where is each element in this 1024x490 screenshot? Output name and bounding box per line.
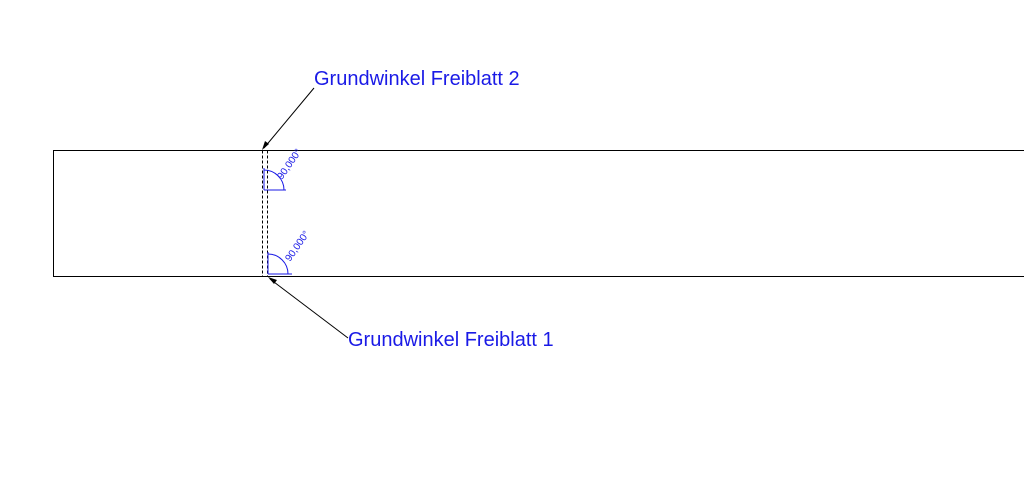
upper-leader-line	[263, 87, 315, 149]
lower-leader-line	[269, 278, 349, 339]
upper-angle-label: 90,000°	[275, 147, 304, 182]
lower-leader-arrowhead	[268, 277, 277, 284]
upper-angle-dimension	[263, 168, 286, 191]
upper-callout-label: Grundwinkel Freiblatt 2	[314, 68, 520, 90]
upper-leader-arrowhead	[262, 141, 269, 150]
lower-callout-label: Grundwinkel Freiblatt 1	[348, 329, 554, 351]
lower-angle-dimension	[267, 252, 292, 275]
lower-angle-label: 90,000°	[283, 229, 312, 264]
board-outline	[53, 150, 1024, 277]
